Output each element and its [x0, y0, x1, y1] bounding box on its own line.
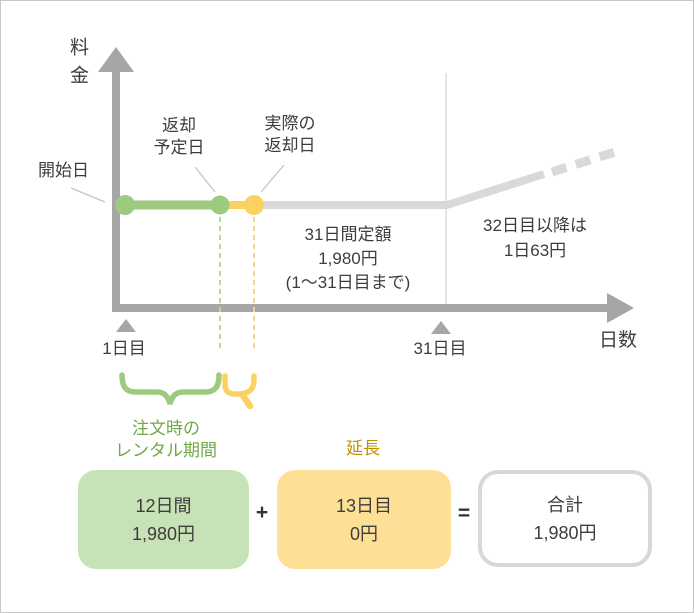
extension-brace [222, 373, 257, 410]
overage-note: 32日目以降は 1日63円 [483, 216, 587, 260]
x-axis-arrow [112, 293, 634, 323]
extension-label: 延長 [346, 439, 380, 458]
rental-period-brace [119, 372, 222, 405]
planned-return-leader-line [194, 166, 216, 193]
total-box: 合計 1,980円 [478, 470, 652, 567]
flat-rate-note: 31日間定額 1,980円 (1〜31日目まで) [285, 225, 411, 292]
plus-sign: + [255, 501, 269, 524]
day1-tick-label: 1日目 [102, 339, 146, 358]
start-leader-line [70, 187, 106, 203]
day1-marker-icon [116, 319, 136, 332]
total-box-price: 1,980円 [533, 522, 597, 543]
y-axis-arrow [98, 47, 134, 312]
day31-tick-label: 31日目 [413, 339, 467, 358]
day31-marker-icon [431, 321, 451, 334]
planned-return-dot [210, 195, 230, 215]
rental-box: 12日間 1,980円 [78, 470, 249, 569]
extension-box-duration: 13日目 [335, 495, 393, 516]
rental-box-duration: 12日間 [135, 495, 192, 516]
total-box-title: 合計 [547, 494, 583, 515]
price-line-dashed [550, 146, 620, 177]
y-axis-label: 料金 [67, 37, 88, 93]
actual-return-label: 実際の 返却日 [264, 114, 316, 155]
actual-return-leader-line [260, 164, 285, 193]
start-date-label: 開始日 [38, 161, 89, 180]
rental-period-label: 注文時の レンタル期間 [115, 419, 217, 460]
x-axis-label: 日数 [599, 330, 638, 351]
extension-box: 13日目 0円 [277, 470, 451, 569]
rental-box-price: 1,980円 [131, 523, 196, 544]
extension-box-price: 0円 [349, 523, 378, 544]
start-date-dot [115, 195, 135, 215]
planned-return-label: 返却 予定日 [153, 116, 205, 157]
equals-sign: = [457, 502, 471, 525]
actual-return-dot [244, 195, 264, 215]
price-line [261, 170, 546, 209]
